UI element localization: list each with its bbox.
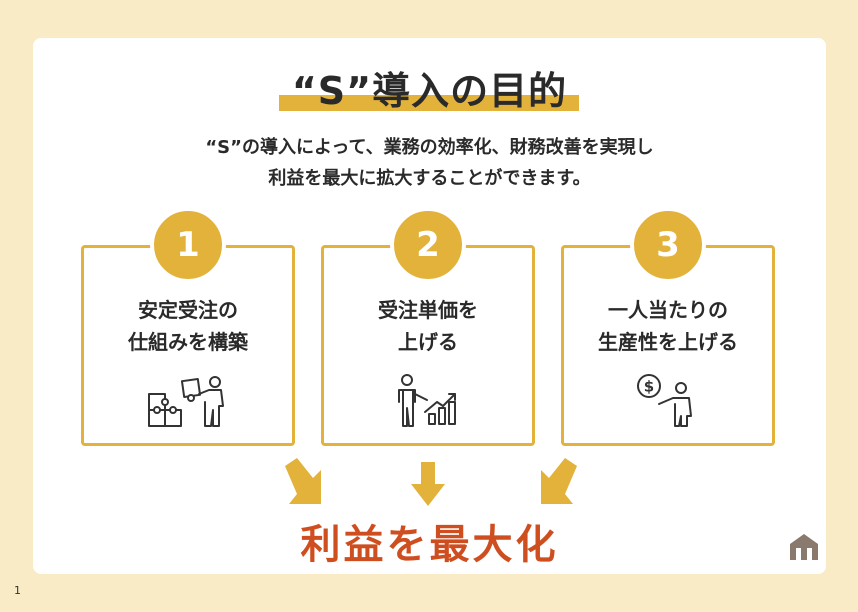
company-logo bbox=[788, 532, 820, 566]
arrow-down-right-icon bbox=[285, 458, 321, 504]
card-1-number-badge: 1 bbox=[150, 207, 226, 283]
card-1-text: 安定受注の 仕組みを構築 bbox=[84, 294, 292, 358]
result-headline: 利益を最大化 bbox=[300, 522, 559, 568]
card-2-line-1: 受注単価を bbox=[378, 298, 478, 322]
presenter-growth-chart-icon bbox=[324, 372, 532, 432]
page-title: “S”導入の目的 bbox=[291, 69, 568, 113]
card-3-line-2: 生産性を上げる bbox=[598, 330, 738, 354]
card-3-line-1: 一人当たりの bbox=[608, 298, 728, 322]
lead-text: “S”の導入によって、業務の効率化、財務改善を実現し 利益を最大に拡大することが… bbox=[33, 132, 826, 194]
card-1-line-1: 安定受注の bbox=[138, 298, 238, 322]
card-2-line-2: 上げる bbox=[398, 330, 458, 354]
person-dollar-coin-icon: $ bbox=[564, 372, 772, 432]
svg-text:$: $ bbox=[644, 378, 654, 396]
puzzle-person-icon bbox=[84, 372, 292, 432]
title-area: “S”導入の目的 bbox=[33, 58, 826, 118]
card-2-number-badge: 2 bbox=[390, 207, 466, 283]
slide: “S”導入の目的 “S”の導入によって、業務の効率化、財務改善を実現し 利益を最… bbox=[33, 38, 826, 574]
lead-line-1: “S”の導入によって、業務の効率化、財務改善を実現し bbox=[205, 137, 654, 158]
arrow-down-icon bbox=[411, 462, 445, 506]
card-3-text: 一人当たりの 生産性を上げる bbox=[564, 294, 772, 358]
card-3-number-badge: 3 bbox=[630, 207, 706, 283]
card-1-line-2: 仕組みを構築 bbox=[128, 330, 248, 354]
arrow-down-left-icon bbox=[541, 458, 577, 504]
page-number: 1 bbox=[14, 584, 21, 597]
card-2-text: 受注単価を 上げる bbox=[324, 294, 532, 358]
lead-line-2: 利益を最大に拡大することができます。 bbox=[268, 168, 591, 189]
title-underline-bar bbox=[279, 95, 579, 111]
